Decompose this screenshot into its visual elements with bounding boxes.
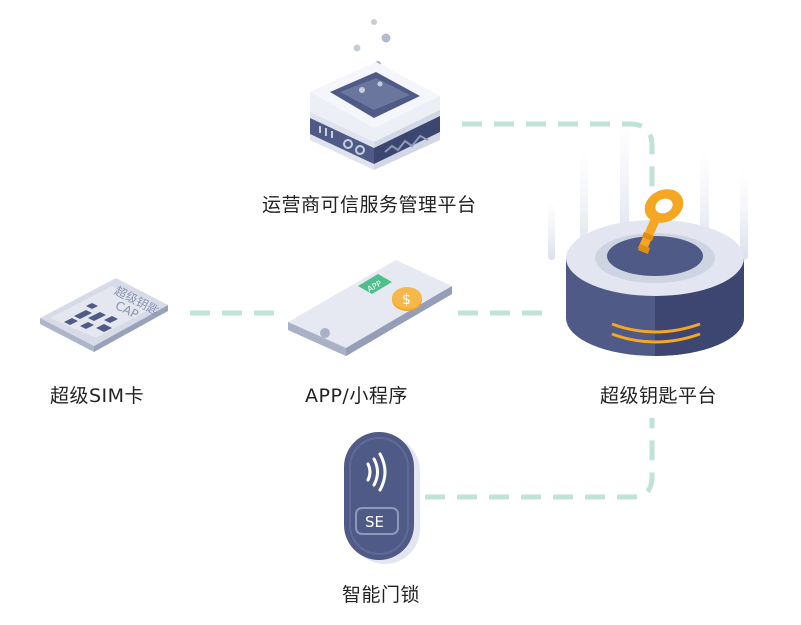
carrier-server-icon [310,19,440,170]
bubble [353,44,361,52]
key-platform-icon [548,120,755,366]
coin-text: $ [402,292,411,308]
app-miniprogram-label: APP/小程序 [305,385,408,407]
super-key-platform-label: 超级钥匙平台 [600,385,718,407]
smart-lock-icon: SE [344,432,420,564]
sim-card-icon: 超级钥匙 CAP [40,278,168,352]
connector-carrier-to-keyplatform [462,121,655,200]
carrier-platform-label: 运营商可信服务管理平台 [262,194,477,216]
phone-icon: APP $ [288,260,452,356]
coin-icon: $ [392,287,422,311]
nfc-waves-icon [366,452,387,492]
connector-lock-to-keyplatform [425,418,655,500]
smart-lock-label: 智能门锁 [342,584,421,606]
key-icon [638,189,684,254]
se-chip-text: SE [365,513,384,531]
bubble [381,33,391,43]
bubble [371,19,377,25]
super-sim-label: 超级SIM卡 [50,385,145,407]
phone-home-button [320,328,330,338]
connectors [190,121,655,500]
